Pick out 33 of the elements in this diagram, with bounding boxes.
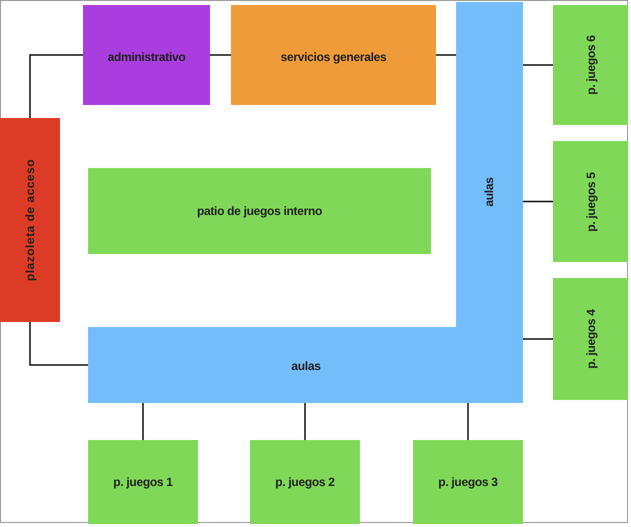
playground-block [553,141,628,262]
room-block [83,5,210,105]
access-plaza-block [0,118,60,322]
connector-line [436,54,456,56]
room-block [231,5,436,105]
room-label: p. juegos 4 [584,309,598,369]
classroom-wing [88,2,523,403]
room-label: p. juegos 1 [113,475,173,489]
playground-block [250,440,360,524]
playground-block [553,278,628,400]
playground-block [413,440,523,524]
room-label: p. juegos 5 [584,172,598,232]
connector-line [210,54,231,56]
connector-line [29,54,83,118]
connector-line [29,322,88,366]
playground-block [88,440,198,524]
room-label: aulas [291,359,321,373]
connector-line [467,403,469,440]
room-label: p. juegos 3 [438,475,498,489]
connector-line [523,64,553,66]
courtyard-block [88,168,431,254]
connector-line [304,403,306,440]
connector-line [523,338,553,340]
room-label: p. juegos 6 [584,35,598,95]
playground-block [553,5,628,125]
connector-line [523,200,553,202]
connector-line [142,403,144,440]
room-label: plazoleta de acceso [23,158,37,282]
room-label: administrativo [108,50,186,64]
room-label: aulas [482,177,496,207]
room-label: patio de juegos interno [196,204,322,218]
room-label: p. juegos 2 [275,475,335,489]
room-label: servicios generales [280,50,386,64]
